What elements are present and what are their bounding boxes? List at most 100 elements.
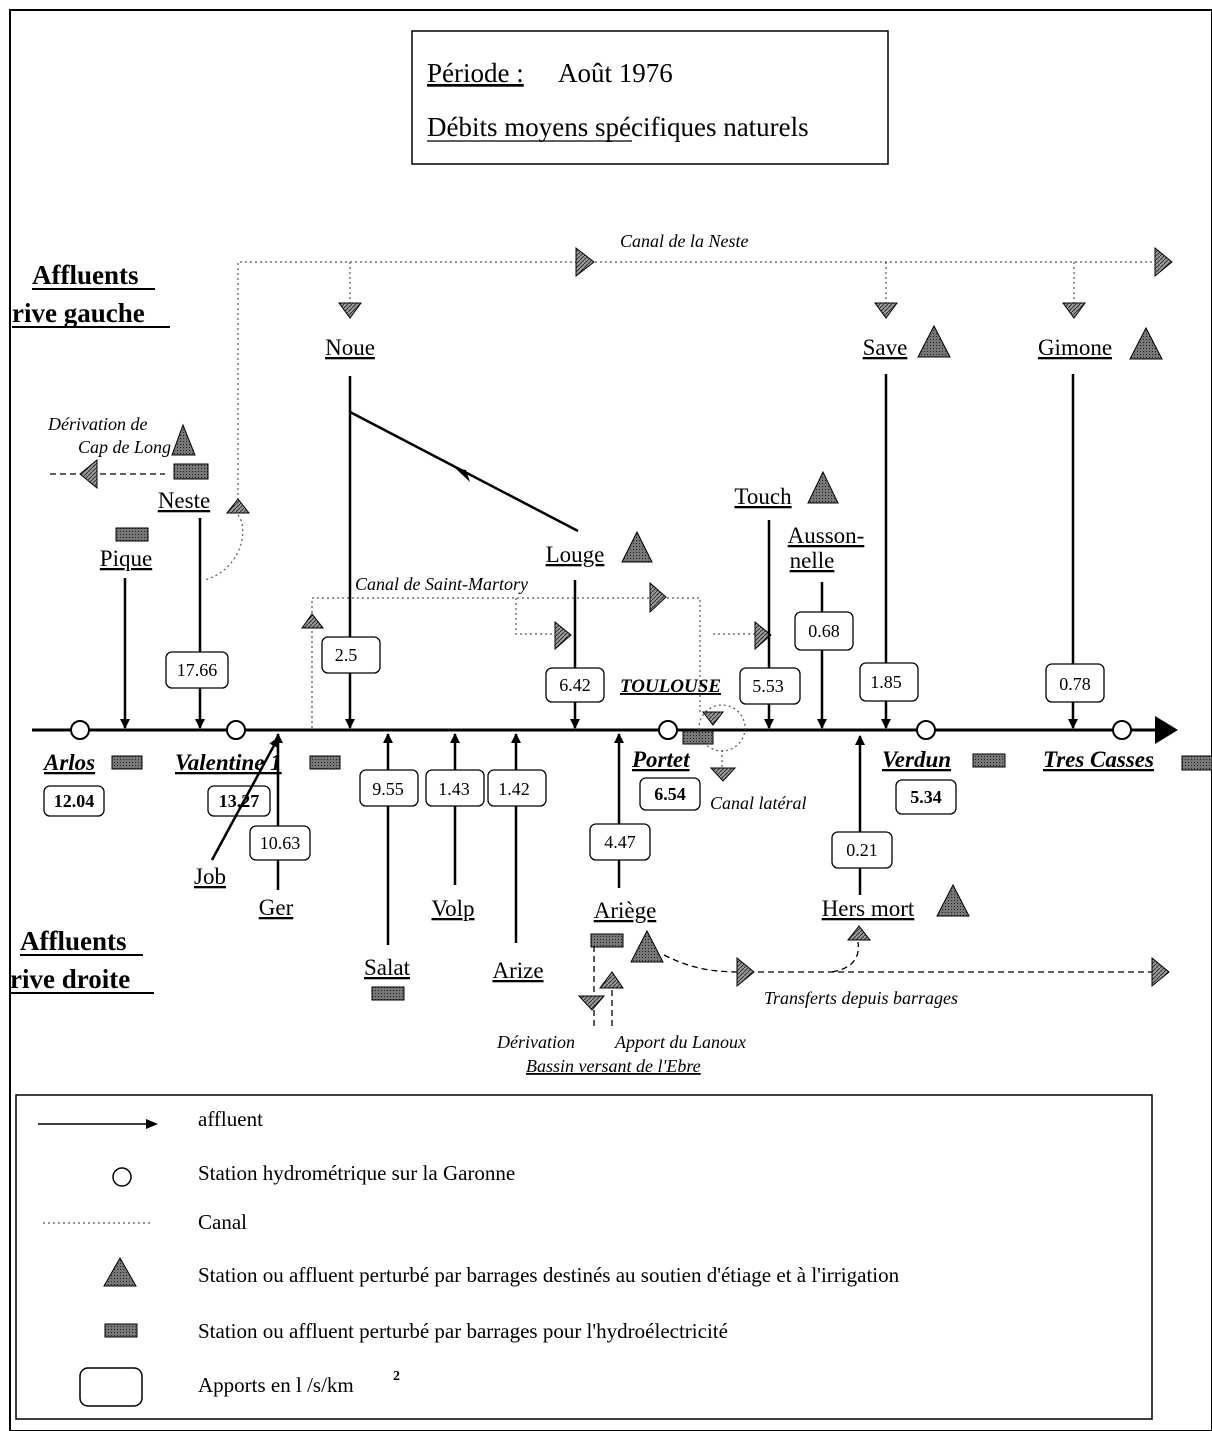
tributary-ger: 10.63 Ger xyxy=(249,733,311,920)
legend: affluent Station hydrométrique sur la Ga… xyxy=(15,1094,1153,1420)
apport-lanoux-label: Apport du Lanoux xyxy=(614,1032,746,1052)
derivation-triangle xyxy=(577,995,606,1011)
legend-barrage-hydro-label: Station ou affluent perturbé par barrage… xyxy=(198,1319,728,1343)
canal-flow-triangle xyxy=(649,581,667,614)
derivation-triangle xyxy=(79,458,98,490)
canal-intake-triangle xyxy=(301,613,325,629)
tributary-aussonnelle-name-1: Ausson- xyxy=(788,523,865,548)
legend-affluent-label: affluent xyxy=(198,1107,263,1131)
legend-canal-label: Canal xyxy=(198,1210,247,1234)
hydro-dam-icon xyxy=(371,986,405,1001)
tributary-pique: Pique xyxy=(100,527,152,729)
garonne-flow-arrow xyxy=(1155,716,1178,744)
station-verdun-marker xyxy=(916,720,936,740)
hydro-dam-icon xyxy=(972,753,1006,768)
tributary-hers-mort-name: Hers mort xyxy=(822,896,915,921)
tributary-volp-value: 1.43 xyxy=(438,779,470,799)
legend-hydro-dam-icon xyxy=(104,1323,138,1338)
tributary-hers-mort-value: 0.21 xyxy=(846,840,878,860)
tributary-arize: 1.42 Arize xyxy=(487,733,547,983)
tributary-job: Job xyxy=(194,737,280,889)
tributary-salat-name: Salat xyxy=(364,955,411,980)
tributary-arize-name: Arize xyxy=(492,958,543,983)
left-bank-label-1: Affluents xyxy=(32,260,139,290)
tributary-job-name: Job xyxy=(194,864,226,889)
station-valentine-value: 13.27 xyxy=(219,791,260,811)
tributary-aussonnelle-value: 0.68 xyxy=(808,621,840,641)
station-toulouse-name: TOULOUSE xyxy=(620,676,721,697)
hydro-dam-icon xyxy=(1181,755,1212,771)
tributary-louge: Louge 6.42 xyxy=(545,530,653,729)
etiage-dam-icon xyxy=(917,324,951,358)
canal-saint-martory xyxy=(311,597,755,728)
transferts-line xyxy=(593,941,1155,1030)
tributary-noue-name: Noue xyxy=(325,335,375,360)
station-verdun-value: 5.34 xyxy=(910,787,942,807)
etiage-dam-icon xyxy=(171,423,196,456)
canal-flow-triangle xyxy=(754,620,772,651)
canal-intake-triangle xyxy=(225,498,251,514)
canal-neste-label: Canal de la Neste xyxy=(620,231,749,251)
tributary-volp-name: Volp xyxy=(431,896,474,921)
tributary-noue-value: 2.5 xyxy=(335,645,358,665)
legend-apports-exponent: 2 xyxy=(393,1369,400,1384)
tributary-gimone: Gimone 0.78 xyxy=(1038,326,1163,729)
apport-lanoux-triangle xyxy=(599,971,624,989)
tributary-pique-name: Pique xyxy=(100,546,152,571)
right-bank-label-2: rive droite xyxy=(10,964,130,994)
canal-outflow-triangle xyxy=(701,711,725,726)
legend-etiage-dam-icon xyxy=(103,1256,137,1287)
legend-apports-symbol xyxy=(79,1367,143,1407)
tributary-ger-value: 10.63 xyxy=(260,833,301,853)
tributary-touch-name: Touch xyxy=(734,484,792,509)
tributary-ariege: 4.47 Ariège xyxy=(589,733,664,963)
period-value: Août 1976 xyxy=(558,58,673,88)
canal-outflow-triangle xyxy=(1062,302,1086,319)
tributary-ariege-name: Ariège xyxy=(594,898,657,923)
transferts-label: Transferts depuis barrages xyxy=(764,988,958,1008)
tributary-salat-value: 9.55 xyxy=(372,779,404,799)
diagram-subtitle: Débits moyens spécifiques naturels xyxy=(427,112,809,142)
etiage-dam-icon xyxy=(621,530,653,563)
tributary-hers-mort: 0.21 Hers mort xyxy=(822,735,970,921)
period-label: Période : xyxy=(427,58,524,88)
etiage-dam-icon xyxy=(807,470,839,504)
station-tres-casses-marker xyxy=(1112,720,1132,740)
hydro-dam-icon xyxy=(682,730,714,745)
station-valentine-value-box xyxy=(207,785,271,817)
tributary-save-name: Save xyxy=(863,335,908,360)
derivation-cap-de-long-label-1: Dérivation de xyxy=(47,414,147,434)
canal-saint-martory-label: Canal de Saint-Martory xyxy=(355,574,528,594)
station-tres-casses-name: Tres Casses xyxy=(1043,747,1154,772)
left-bank-label-2: rive gauche xyxy=(12,298,145,328)
station-portet-value-box xyxy=(639,777,701,811)
tributary-save: Save 1.85 xyxy=(859,324,951,729)
hydro-dam-icon xyxy=(173,463,209,480)
right-bank-label-1: Affluents xyxy=(20,926,127,956)
tributary-aussonnelle-name-2: nelle xyxy=(790,548,835,573)
station-portet-name: Portet xyxy=(631,747,690,772)
station-arlos-marker xyxy=(70,720,90,740)
tributary-louge-value: 6.42 xyxy=(559,675,591,695)
station-arlos-value: 12.04 xyxy=(54,791,95,811)
hydro-dam-icon xyxy=(309,755,341,770)
station-valentine-marker xyxy=(226,720,246,740)
bassin-ebre-label: Bassin versant de l'Ebre xyxy=(526,1056,701,1076)
canal-lateral xyxy=(698,704,746,767)
tributary-save-value: 1.85 xyxy=(870,672,902,692)
canal-flow-triangle xyxy=(575,246,595,278)
outer-frame xyxy=(9,9,1212,1431)
station-verdun-value-box xyxy=(895,779,957,815)
canal-outflow-triangle xyxy=(338,302,362,319)
tributary-neste-value: 17.66 xyxy=(177,660,218,680)
tributary-volp: 1.43 Volp xyxy=(425,733,485,921)
tributary-neste: Neste 17.66 xyxy=(158,488,229,729)
tributary-arize-value: 1.42 xyxy=(498,779,530,799)
title-box: Période : Août 1976 Débits moyens spécif… xyxy=(411,30,889,165)
station-arlos-value-box xyxy=(43,785,105,817)
canal-flow-triangle xyxy=(1154,246,1173,278)
station-portet-value: 6.54 xyxy=(654,784,686,804)
etiage-dam-icon xyxy=(936,883,970,917)
tributary-noue: Noue 2.5 xyxy=(321,335,579,729)
